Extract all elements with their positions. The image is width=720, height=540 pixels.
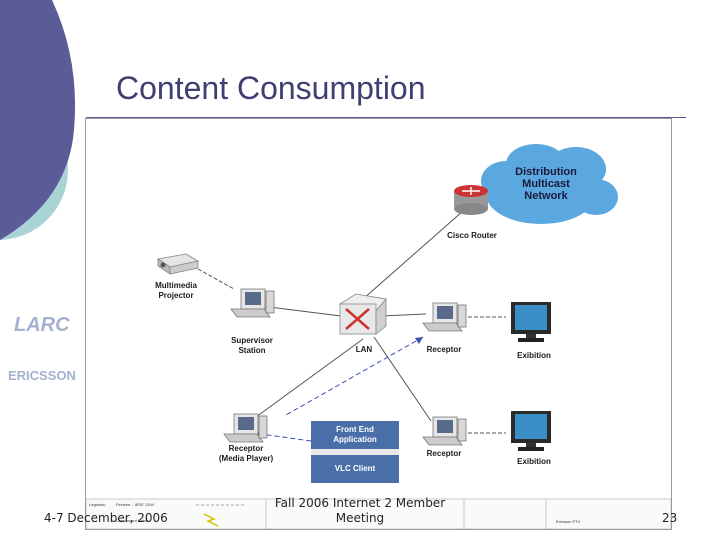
cloud-label-line3: Network bbox=[524, 190, 568, 202]
mediaplayer-label-line1: Receptor bbox=[228, 444, 264, 453]
decorative-shapes bbox=[0, 0, 76, 240]
network-diagram: Distribution Multicast Network Cisco Rou… bbox=[85, 118, 672, 530]
legend-table bbox=[86, 498, 671, 529]
supervisor-pc-icon bbox=[230, 288, 275, 318]
supervisor-label-line2: Station bbox=[238, 346, 266, 355]
exibition-bottom-tv-icon bbox=[511, 411, 551, 451]
mediaplayer-label-line2: (Media Player) bbox=[218, 454, 274, 463]
router-lan-link bbox=[362, 203, 472, 300]
receptor-bottom-label: Receptor bbox=[426, 449, 462, 458]
frontend-label-line2: Application bbox=[333, 435, 377, 444]
slide-title: Content Consumption bbox=[116, 70, 426, 106]
footer-event-line2: Meeting bbox=[335, 511, 385, 525]
legend-component: Component Cable bbox=[116, 518, 149, 523]
purple-shape bbox=[0, 0, 76, 240]
frontend-app-box bbox=[311, 421, 399, 483]
projector-firewire-link bbox=[197, 268, 235, 290]
cloud-icon bbox=[481, 144, 618, 224]
lan-mediaplayer-link bbox=[255, 338, 364, 418]
frontend-label-line1: Front End bbox=[336, 425, 374, 434]
page-number: 23 bbox=[662, 511, 678, 525]
projector-label-line1: Multimedia bbox=[155, 281, 197, 290]
footer-date: 4-7 December, 2006 bbox=[44, 511, 168, 525]
title-rule bbox=[86, 117, 686, 118]
cloud-label-line2: Multicast bbox=[522, 178, 570, 190]
larc-logo: LARC bbox=[14, 314, 70, 336]
receptor-top-pc-icon bbox=[422, 302, 467, 332]
mediaplayer-pc-icon bbox=[223, 413, 268, 443]
receptor-bottom-pc-icon bbox=[422, 416, 467, 446]
stream-arrow-1 bbox=[285, 336, 424, 416]
exibition-bottom-label: Exibition bbox=[517, 457, 551, 466]
legend-ericsson-ptv: Ericsson PTV bbox=[556, 519, 581, 524]
lan-receptor2-link bbox=[373, 336, 432, 422]
cloud-label-line1: Distribution bbox=[515, 166, 577, 178]
exibition-top-label: Exibition bbox=[517, 351, 551, 360]
lan-label: LAN bbox=[355, 345, 373, 354]
lan-switch-icon bbox=[338, 293, 387, 335]
exibition-top-tv-icon bbox=[511, 302, 551, 342]
router-icon bbox=[454, 185, 488, 215]
lan-receptor-link bbox=[380, 313, 427, 317]
projector-icon bbox=[156, 253, 200, 275]
supervisor-label-line1: Supervisor bbox=[231, 336, 273, 345]
receptor-top-label: Receptor bbox=[426, 345, 462, 354]
stream-arrow-2 bbox=[253, 432, 312, 442]
projector-label-line2: Projector bbox=[158, 291, 194, 300]
footer-event-line1: Fall 2006 Internet 2 Member bbox=[274, 496, 446, 510]
legend-title: Legenda: bbox=[89, 502, 106, 507]
ericsson-logo: ERICSSON bbox=[8, 368, 76, 383]
cisco-router-label: Cisco Router bbox=[447, 231, 497, 240]
vlc-client-label: VLC Client bbox=[334, 464, 376, 473]
legend-firewire: Firewire – IEEE 1394 bbox=[116, 502, 154, 507]
